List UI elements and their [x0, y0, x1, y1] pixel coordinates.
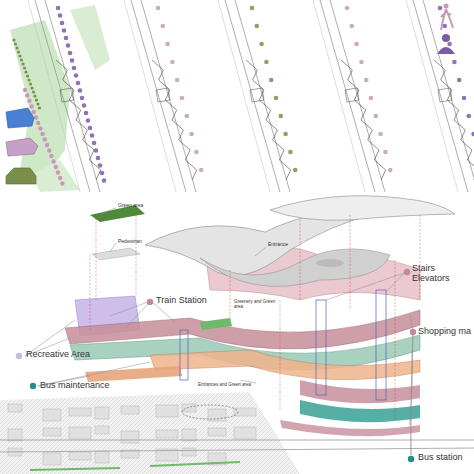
- callout-label: Stairs Elevators: [412, 264, 467, 284]
- plan-panels: [12, 0, 474, 192]
- callout-label: Greenery and Green area: [234, 300, 278, 310]
- floor-layers: [65, 205, 420, 436]
- pedestrian-icons: [437, 4, 455, 55]
- callout-label: Entrance: [268, 242, 288, 248]
- callout-label: Recreative Area: [26, 350, 90, 360]
- city-base: [0, 392, 474, 474]
- plan-panel: [313, 0, 393, 192]
- callout-label: Bus station: [418, 453, 463, 463]
- leader-lines: [25, 208, 413, 455]
- callout-label: Bus maintenance: [40, 381, 110, 391]
- callout-label: Shopping ma: [418, 327, 471, 337]
- label-bullets: [16, 269, 416, 462]
- green-zones: [10, 5, 110, 192]
- vehicle-icons: [6, 108, 38, 184]
- plan-panel: [124, 0, 204, 192]
- callout-label: Pedestrian: [118, 239, 142, 245]
- plan-panel: [12, 0, 106, 192]
- callout-label: Entrances and Green area: [198, 383, 251, 388]
- plan-panel: [406, 0, 474, 192]
- callout-label: Train Station: [156, 296, 207, 306]
- plan-panel: [218, 0, 298, 192]
- vertical-cores: [90, 208, 420, 420]
- callout-label: Green area: [118, 203, 143, 209]
